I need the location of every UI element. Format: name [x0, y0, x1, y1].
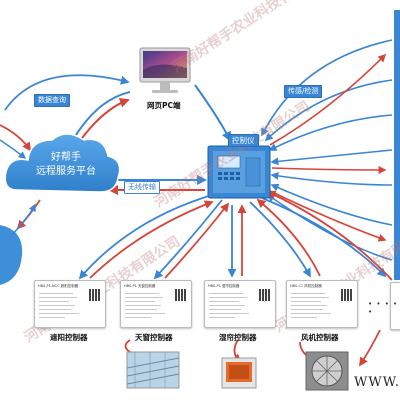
arrow-left-blue	[0, 139, 27, 159]
card-header: HBS-P1-NCC 遮阳控制器	[38, 284, 79, 288]
controller-card-wet-curtain: HBS-P1 湿帘控制器	[204, 280, 276, 328]
qr-code	[89, 289, 101, 301]
card-header: HBS-P1 湿帘控制器	[208, 284, 240, 288]
control-box	[207, 145, 271, 199]
pc-label: 网页PC端	[147, 101, 181, 110]
tag-control-box: 控制仪	[228, 134, 259, 147]
website-url: WWW.	[354, 375, 400, 390]
right-partial-node	[394, 10, 400, 280]
tag-wireless: 无线传输	[124, 181, 160, 194]
controller-card-fan: HBS-C1 风机控制器	[286, 280, 358, 328]
more-dots: • • • • •	[368, 300, 399, 316]
controller-label-wet-curtain: 湿帘控制器	[219, 333, 257, 342]
photo-shade-greenhouse	[126, 351, 180, 389]
arrow-pc-to-box	[194, 84, 231, 142]
controller-label-shade: 遮阳控制器	[50, 333, 88, 342]
cloud-subtitle: 远程服务平台	[36, 166, 96, 177]
cloud-platform	[4, 133, 121, 193]
controller-card-partial	[390, 282, 400, 330]
tag-sensor: 传感/检测	[284, 85, 323, 98]
controller-card-shade: HBS-P1-NCC 遮阳控制器	[34, 280, 106, 328]
controller-label-skylight: 天窗控制器	[135, 333, 173, 342]
qr-code	[175, 289, 187, 301]
qr-code	[259, 289, 271, 301]
photo-wet-curtain	[221, 357, 257, 389]
cloud-title: 好帮手	[51, 152, 81, 163]
card-header: HBS-P1 天窗控制器	[124, 284, 156, 288]
controller-label-fan: 风机控制器	[301, 333, 339, 342]
arrow-left-to-pc	[4, 74, 130, 111]
tag-data-query: 数据查询	[34, 94, 70, 107]
controller-arrows	[78, 190, 393, 281]
left-partial-node	[0, 225, 23, 285]
card-header: HBS-C1 风机控制器	[290, 284, 322, 288]
arrow-left-red	[0, 124, 31, 152]
qr-code	[341, 289, 353, 301]
controller-card-skylight: HBS-P1 天窗控制器	[120, 280, 192, 328]
sensor-arrows	[261, 39, 393, 261]
photo-fan	[305, 351, 349, 391]
arrow-left-to-cloud	[11, 203, 36, 236]
pc-monitor	[139, 47, 191, 93]
